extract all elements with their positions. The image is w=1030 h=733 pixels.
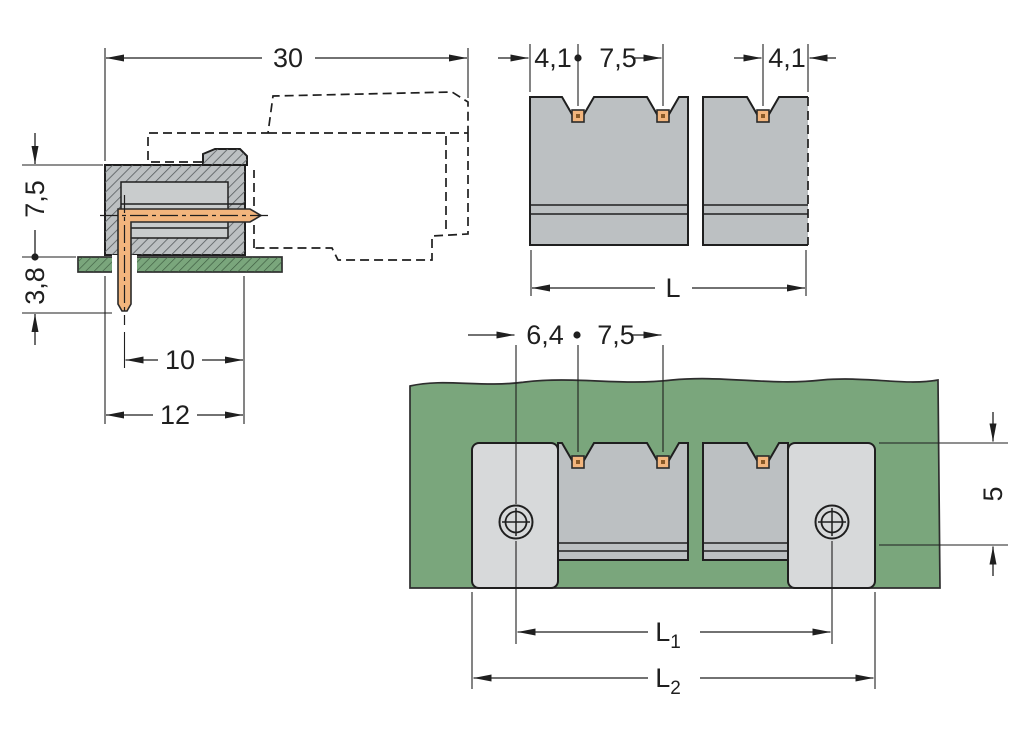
pin-contact-core bbox=[576, 460, 580, 464]
pin-contact-core bbox=[661, 460, 665, 464]
dim-label-flange-width: 5 bbox=[978, 486, 1008, 501]
dimension-l1: L1 bbox=[515, 541, 833, 653]
chain-dot bbox=[574, 54, 582, 62]
pin-contact-core bbox=[761, 460, 765, 464]
side-view: 30 7,5 3,8 10 12 bbox=[20, 43, 469, 430]
dimension-total-depth: 30 bbox=[104, 43, 469, 161]
dim-label-pin-to-front: 10 bbox=[165, 345, 195, 375]
dim-label-pin-pitch: 7,5 bbox=[599, 43, 637, 73]
dim-label-edge-to-first-pin: 4,1 bbox=[534, 43, 572, 73]
housing-section-right-fill bbox=[703, 97, 808, 245]
dim-label-screw-to-first-pin: 6,4 bbox=[526, 320, 564, 350]
dim-label-total-length: L bbox=[665, 273, 680, 303]
l2-base: L bbox=[655, 663, 670, 693]
dimension-body-depth: 12 bbox=[104, 276, 243, 430]
mounting-flange-left bbox=[471, 442, 559, 589]
chain-dot bbox=[31, 253, 39, 261]
latch-tab-hatch bbox=[203, 149, 247, 165]
housing-middle-right bbox=[702, 442, 789, 561]
l1-base: L bbox=[655, 617, 670, 647]
solder-pin bbox=[117, 208, 263, 312]
dim-label-height-above-board: 7,5 bbox=[20, 180, 50, 218]
screw-outer bbox=[498, 504, 534, 540]
chain-dot bbox=[573, 331, 581, 339]
dimension-l2: L2 bbox=[471, 592, 876, 699]
dim-label-last-pin-to-edge: 4,1 bbox=[768, 43, 806, 73]
mating-plug-dashed-outline bbox=[147, 91, 469, 261]
dim-label-total-depth: 30 bbox=[273, 43, 303, 73]
screw-outer bbox=[814, 504, 850, 540]
dim-label-l2: L2 bbox=[655, 663, 681, 699]
housing-section-right bbox=[702, 96, 808, 246]
dim-label-board-pin-pitch: 7,5 bbox=[597, 320, 635, 350]
dim-label-body-depth: 12 bbox=[160, 400, 190, 430]
dim-label-l1: L1 bbox=[655, 617, 681, 653]
l2-subscript: 2 bbox=[670, 678, 681, 699]
dimension-height-chain: 7,5 3,8 bbox=[20, 133, 112, 345]
mounting-screw-right bbox=[814, 504, 850, 540]
pin-contact-core bbox=[661, 114, 665, 118]
mounting-screw-left bbox=[498, 504, 534, 540]
front-view: 4,1 7,5 4,1 L bbox=[498, 43, 836, 303]
dimension-screw-pitch-chain: 6,4 7,5 bbox=[468, 320, 664, 504]
dimension-edge-pitch-left: 4,1 7,5 bbox=[498, 43, 664, 106]
dimension-pin-to-front: 10 bbox=[123, 276, 245, 424]
pin-contact-core bbox=[576, 114, 580, 118]
board-view: 6,4 7,5 5 L1 L2 bbox=[409, 320, 1008, 699]
pin-contact-core bbox=[761, 114, 765, 118]
dimension-flange-width: 5 bbox=[879, 412, 1008, 576]
l1-subscript: 1 bbox=[670, 632, 681, 653]
dim-label-pin-below-board: 3,8 bbox=[20, 267, 50, 305]
dimension-total-length: L bbox=[530, 250, 807, 303]
dimension-edge-pitch-right: 4,1 bbox=[734, 43, 836, 106]
pcb-side-hatch bbox=[78, 257, 282, 272]
